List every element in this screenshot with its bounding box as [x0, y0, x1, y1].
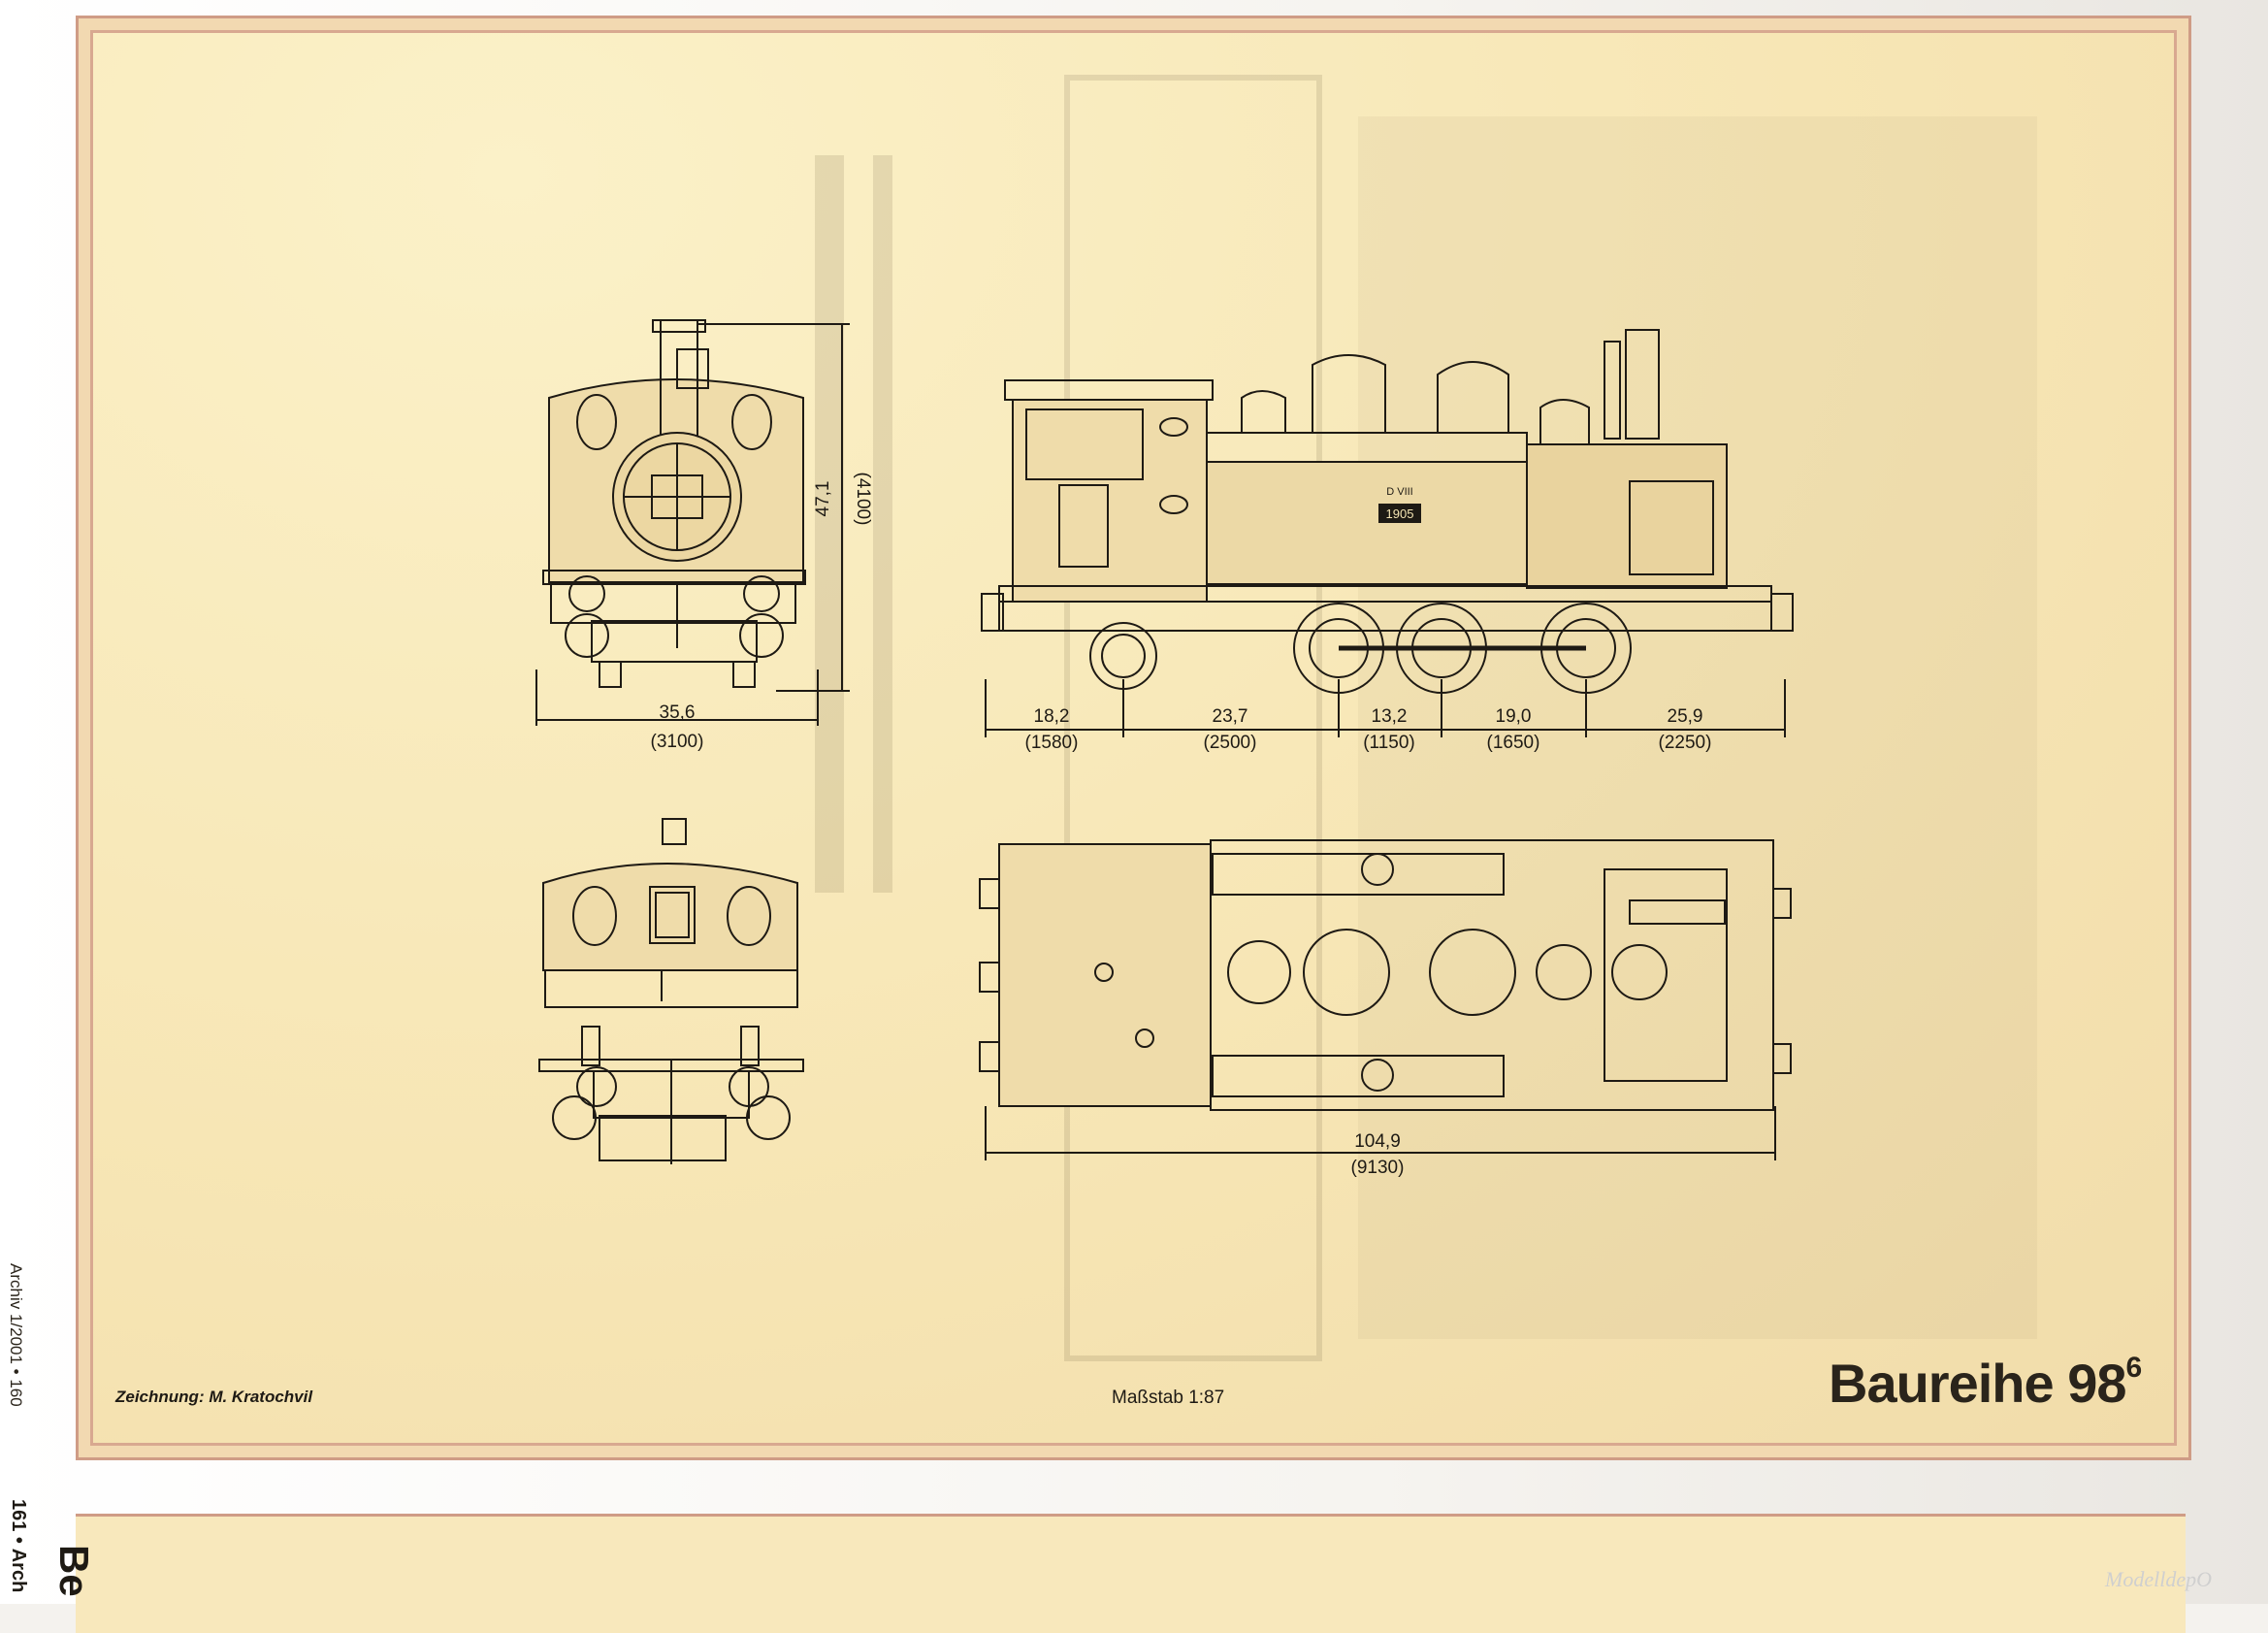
- segment-2-mm: 23,7: [1213, 706, 1248, 727]
- next-page-heading: Be: [51, 1545, 97, 1597]
- length-real-label: (9130): [1351, 1158, 1405, 1178]
- rear-view: [538, 818, 804, 1164]
- segment-1-real: (1580): [1025, 733, 1079, 753]
- segment-5-real: (2250): [1659, 733, 1712, 753]
- top-view: [979, 839, 1792, 1160]
- segment-2-real: (2500): [1204, 733, 1257, 753]
- drawing-credit: Zeichnung: M. Kratochvil: [115, 1388, 313, 1406]
- class-plate: D VIII: [1386, 486, 1413, 498]
- watermark: ModelldepO: [2105, 1567, 2212, 1591]
- segment-3-real: (1150): [1363, 733, 1415, 753]
- height-real-label: (4100): [853, 473, 873, 526]
- bleed-through-ghost: [815, 75, 2037, 1361]
- width-real-label: (3100): [651, 732, 704, 752]
- length-mm-label: 104,9: [1354, 1131, 1401, 1152]
- segment-3-mm: 13,2: [1372, 706, 1408, 727]
- page-title: Baureihe 986: [1829, 1352, 2143, 1415]
- page-number: 161 • Arch: [8, 1499, 29, 1593]
- drawing-panel-inner: [93, 33, 2174, 1443]
- front-view: [535, 319, 850, 726]
- segment-4-mm: 19,0: [1496, 706, 1532, 727]
- title-superscript: 6: [2125, 1352, 2143, 1385]
- side-view: [981, 329, 1794, 737]
- segment-5-mm: 25,9: [1668, 706, 1703, 727]
- scale-label: Maßstab 1:87: [1112, 1388, 1225, 1408]
- next-page-strip: [76, 1514, 2186, 1633]
- segment-1-mm: 18,2: [1034, 706, 1070, 727]
- drawing-panel: [76, 16, 2191, 1460]
- segment-4-real: (1650): [1487, 733, 1540, 753]
- height-mm-label: 47,1: [813, 481, 833, 517]
- width-mm-label: 35,6: [660, 702, 696, 723]
- title-text: Baureihe 98: [1829, 1353, 2126, 1414]
- number-plate: 1905: [1386, 506, 1414, 521]
- issue-side-label: Archiv 1/2001 • 160: [7, 1263, 25, 1407]
